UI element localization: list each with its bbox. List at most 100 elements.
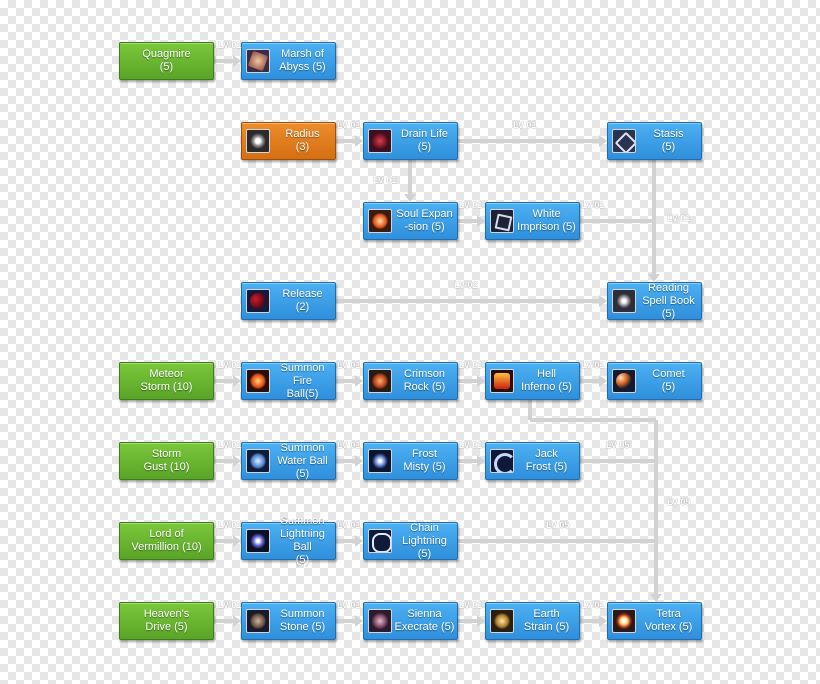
skill-label: Frost Misty (5) xyxy=(403,448,446,473)
tetra-icon xyxy=(612,609,636,633)
arrow-head xyxy=(355,135,363,147)
earth-icon xyxy=(490,609,514,633)
skill-label: Stasis (5) xyxy=(653,128,684,153)
skill-label: Meteor Storm (10) xyxy=(140,368,193,393)
lightning-icon xyxy=(246,529,270,553)
skill-node-lord[interactable]: Lord of Vermillion (10) xyxy=(119,522,214,560)
skill-label: Hell Inferno (5) xyxy=(521,368,572,393)
skill-node-quagmire[interactable]: Quagmire (5) xyxy=(119,42,214,80)
level-requirement-label: LV 01 xyxy=(581,200,605,210)
arrow-head xyxy=(599,295,607,307)
skill-label: Tetra Vortex (5) xyxy=(644,608,693,633)
skill-node-slb[interactable]: Summon Lightning Ball (5) xyxy=(241,515,336,566)
skill-label: Sienna Execrate (5) xyxy=(394,608,455,633)
level-requirement-label: LV 01 xyxy=(337,600,361,610)
level-requirement-label: LV 01 xyxy=(337,120,361,130)
skill-node-release[interactable]: Release (2) xyxy=(241,282,336,320)
skill-label: Storm Gust (10) xyxy=(143,448,190,473)
level-requirement-label: LV 01 xyxy=(218,40,242,50)
skill-node-jack[interactable]: Jack Frost (5) xyxy=(485,442,580,480)
arrow-head xyxy=(599,375,607,387)
level-requirement-label: LV 01 xyxy=(218,600,242,610)
skill-node-sfb[interactable]: Summon Fire Ball(5) xyxy=(241,362,336,400)
level-requirement-label: LV 01 xyxy=(459,440,483,450)
skill-node-marsh[interactable]: Marsh of Abyss (5) xyxy=(241,42,336,80)
level-requirement-label: LV 01 xyxy=(218,360,242,370)
arrow-head xyxy=(355,615,363,627)
level-requirement-label: LV 01 xyxy=(337,520,361,530)
level-requirement-label: LV 05 xyxy=(546,520,570,530)
chain-icon xyxy=(368,529,392,553)
skill-node-drain[interactable]: Drain Life (5) xyxy=(363,122,458,160)
rock-icon xyxy=(368,369,392,393)
arrow-head xyxy=(477,455,485,467)
level-requirement-label: LV 01 xyxy=(513,120,537,130)
skill-label: Drain Life (5) xyxy=(400,128,449,153)
level-requirement-label: LV 01 xyxy=(459,200,483,210)
water-icon xyxy=(246,449,270,473)
inferno-icon xyxy=(490,369,514,393)
level-requirement-label: LV 01 xyxy=(581,360,605,370)
skill-node-sienna[interactable]: Sienna Execrate (5) xyxy=(363,602,458,640)
arrow-head xyxy=(233,615,241,627)
arrow-head xyxy=(477,215,485,227)
level-requirement-label: LV 01 xyxy=(218,520,242,530)
arrow-head xyxy=(233,455,241,467)
skill-node-radius[interactable]: Radius (3) xyxy=(241,122,336,160)
skill-label: Comet (5) xyxy=(652,368,685,393)
sienna-icon xyxy=(368,609,392,633)
skill-label: Radius (3) xyxy=(285,128,320,153)
skill-node-stasis[interactable]: Stasis (5) xyxy=(607,122,702,160)
skill-node-hell[interactable]: Hell Inferno (5) xyxy=(485,362,580,400)
arrow-head xyxy=(650,594,662,602)
skill-node-heaven[interactable]: Heaven's Drive (5) xyxy=(119,602,214,640)
skill-node-white[interactable]: White Imprison (5) xyxy=(485,202,580,240)
skill-label: Summon Stone (5) xyxy=(279,608,326,633)
scroll-icon xyxy=(246,49,270,73)
skill-node-swb[interactable]: Summon Water Ball (5) xyxy=(241,442,336,480)
skill-label: Crimson Rock (5) xyxy=(403,368,446,393)
skill-label: Summon Water Ball (5) xyxy=(277,441,328,480)
skill-node-crimson[interactable]: Crimson Rock (5) xyxy=(363,362,458,400)
skill-label: Soul Expan -sion (5) xyxy=(396,208,453,233)
skull-icon xyxy=(368,129,392,153)
fire-icon xyxy=(246,369,270,393)
level-requirement-label: LV 01 xyxy=(337,360,361,370)
orb-icon xyxy=(368,209,392,233)
cube-icon xyxy=(490,209,514,233)
eye-icon xyxy=(246,129,270,153)
hand-icon xyxy=(246,289,270,313)
jack-icon xyxy=(490,449,514,473)
skill-node-chain[interactable]: Chain Lightning (5) xyxy=(363,522,458,560)
arrow-head xyxy=(233,375,241,387)
skill-node-tetra[interactable]: Tetra Vortex (5) xyxy=(607,602,702,640)
skill-node-reading[interactable]: Reading Spell Book (5) xyxy=(607,282,702,320)
skill-node-soul[interactable]: Soul Expan -sion (5) xyxy=(363,202,458,240)
skill-label: White Imprison (5) xyxy=(517,208,576,233)
level-requirement-label: LV 01 xyxy=(459,360,483,370)
skill-label: Lord of Vermillion (10) xyxy=(131,528,202,553)
skill-node-storm[interactable]: Storm Gust (10) xyxy=(119,442,214,480)
skill-node-frost[interactable]: Frost Misty (5) xyxy=(363,442,458,480)
arrow-head xyxy=(355,375,363,387)
hex-icon xyxy=(612,289,636,313)
level-requirement-label: LV 02 xyxy=(454,280,478,290)
skill-node-earth[interactable]: Earth Strain (5) xyxy=(485,602,580,640)
arrow-head xyxy=(477,375,485,387)
skill-node-meteor[interactable]: Meteor Storm (10) xyxy=(119,362,214,400)
level-requirement-label: LV 01 xyxy=(667,213,691,223)
skill-label: Quagmire (5) xyxy=(142,48,191,73)
level-requirement-label: LV 01 xyxy=(337,440,361,450)
arrow-head xyxy=(648,274,660,282)
cross-icon xyxy=(612,129,636,153)
skill-label: Chain Lightning (5) xyxy=(402,521,447,560)
skill-node-sstone[interactable]: Summon Stone (5) xyxy=(241,602,336,640)
skill-node-comet[interactable]: Comet (5) xyxy=(607,362,702,400)
arrow-head xyxy=(599,615,607,627)
skill-label: Summon Lightning Ball (5) xyxy=(280,515,325,566)
arrow-head xyxy=(355,455,363,467)
level-requirement-label: LV 01 xyxy=(459,600,483,610)
level-requirement-label: LV 05 xyxy=(606,440,630,450)
